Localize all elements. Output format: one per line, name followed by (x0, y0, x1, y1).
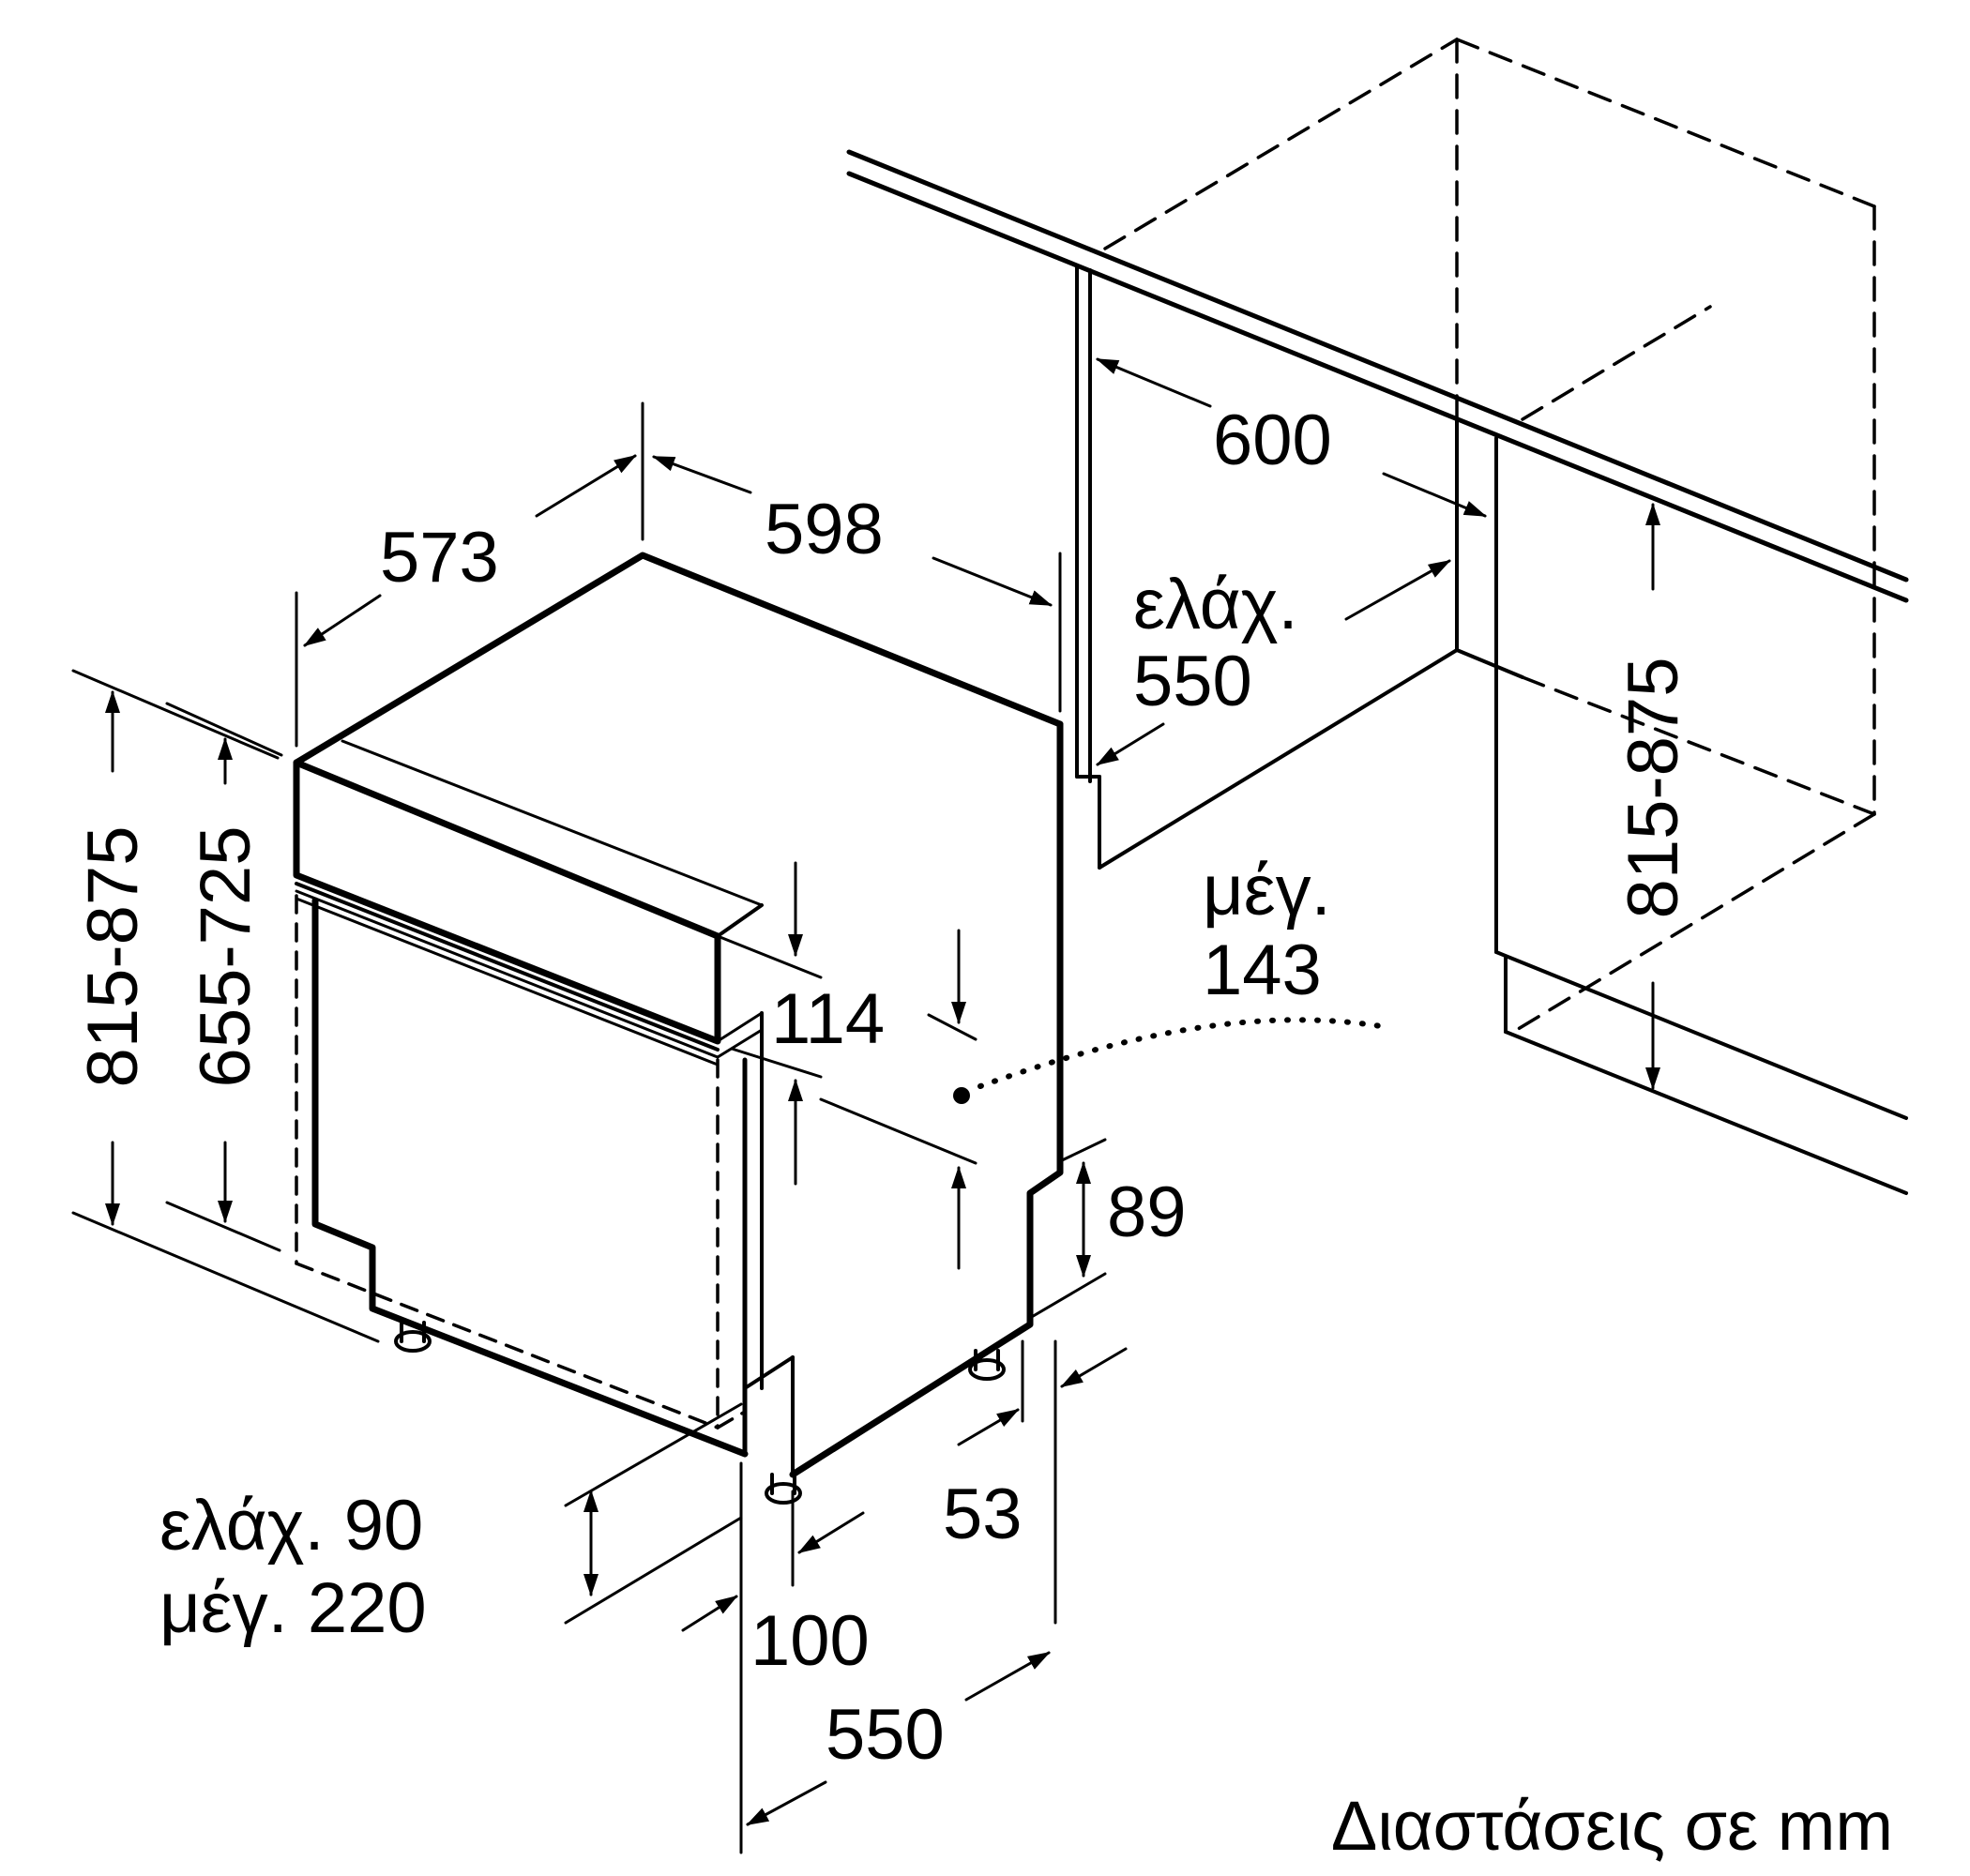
door-outline (311, 897, 749, 1458)
dim-600-line-b (1382, 472, 1487, 518)
door-dashed-outline (295, 894, 747, 1430)
max143-dotted-leader (977, 1017, 1389, 1089)
label-max143-value: 143 (1203, 930, 1322, 1010)
dim-53-line-a (957, 1408, 1020, 1446)
label-114: 114 (771, 979, 885, 1059)
right-plinth-top (1494, 950, 1908, 1120)
control-panel-corner (716, 903, 764, 938)
label-815-875-right: 815-875 (1614, 658, 1693, 919)
ext-114b-bottom (819, 1097, 977, 1165)
label-815-875-left: 815-875 (73, 826, 153, 1088)
label-min550-value: 550 (1133, 642, 1252, 721)
connection-point (953, 1087, 970, 1104)
dim-598-line-b (932, 556, 1053, 607)
dim-min550-line-a (1344, 559, 1451, 621)
label-598: 598 (765, 490, 884, 569)
ext-89-bottom (1028, 1272, 1107, 1320)
label-600: 600 (1213, 401, 1332, 480)
dim-550-line-b (964, 1651, 1051, 1702)
ext-90-bottom (564, 1516, 743, 1625)
label-min90: ελάχ. 90 (159, 1486, 423, 1566)
foot-right (968, 1349, 1006, 1381)
niche-floor-left (1098, 648, 1459, 870)
installation-niche (846, 38, 1909, 1195)
control-panel-top-edge (341, 739, 764, 907)
ext-90-top (564, 1402, 743, 1507)
worktop-line-top (846, 149, 1909, 582)
dim-600-line-a (1096, 357, 1212, 408)
dim-100-line-a (681, 1595, 738, 1632)
label-89: 89 (1107, 1172, 1187, 1252)
foot-left (394, 1321, 432, 1353)
label-100: 100 (750, 1601, 870, 1681)
ext-114-bottom (730, 1047, 823, 1079)
ext-89-top (1058, 1138, 1107, 1163)
label-max143-prefix: μέγ. (1203, 851, 1331, 930)
dimension-lines (71, 357, 1660, 1854)
dim-min550-line-b (1096, 722, 1165, 766)
label-53: 53 (943, 1475, 1023, 1554)
label-min550-prefix: ελάχ. (1133, 565, 1298, 644)
label-max220: μέγ. 220 (159, 1568, 427, 1648)
dim-598-line-a (652, 455, 752, 494)
appliance-right-contour (789, 720, 1064, 1478)
dim-550-line-a (746, 1780, 827, 1826)
dim-100-line-b (797, 1511, 865, 1554)
label-655-725: 655-725 (186, 826, 265, 1088)
niche-floor-right (1455, 648, 1524, 679)
ext-815-bottom (71, 1211, 380, 1343)
units-caption: Διαστάσεις σε mm (1331, 1787, 1893, 1865)
dim-573-line-b (535, 454, 637, 518)
toe-kick-top (743, 1355, 795, 1390)
dim-573-line-a (303, 594, 382, 647)
panel-strip (295, 882, 764, 1067)
ext-114-top (716, 934, 823, 979)
ext-655-bottom (165, 1201, 281, 1252)
dimension-labels: 573 598 600 ελάχ. 550 μέγ. 143 114 89 53… (73, 401, 1893, 1865)
ext-815-top (71, 669, 280, 760)
foot-front (765, 1473, 802, 1505)
dishwasher-body (293, 552, 1064, 1505)
right-plinth-bottom (1504, 1030, 1908, 1195)
dim-53-line-b (1060, 1347, 1128, 1388)
label-550-bottom: 550 (826, 1695, 945, 1775)
label-573: 573 (380, 518, 499, 598)
worktop-line-bottom (846, 171, 1909, 603)
cabinet-dashed-outline (1103, 38, 1876, 1036)
ext-114b-top (927, 1013, 977, 1041)
appliance-top-outline (293, 552, 1064, 766)
ext-655-top (165, 702, 283, 757)
